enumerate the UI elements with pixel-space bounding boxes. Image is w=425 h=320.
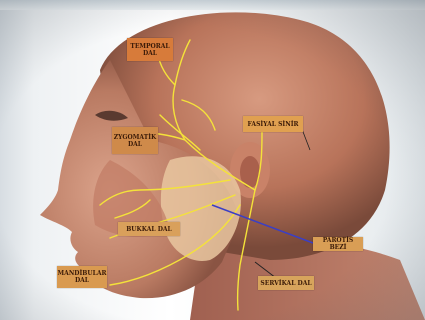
label-zygomatik-dal: ZYGOMATİK DAL: [112, 127, 158, 154]
label-temporal-dal: TEMPORAL DAL: [127, 38, 173, 61]
label-bukkal-dal: BUKKAL DAL: [118, 222, 180, 236]
label-mandibular-dal: MANDİBULAR DAL: [57, 266, 107, 288]
label-servikal-dal: SERVİKAL DAL: [258, 276, 314, 290]
label-parotis-bezi: PAROTİS BEZİ: [313, 237, 363, 251]
label-fasiyal-sinir: FASİYAL SİNİR: [243, 116, 303, 132]
